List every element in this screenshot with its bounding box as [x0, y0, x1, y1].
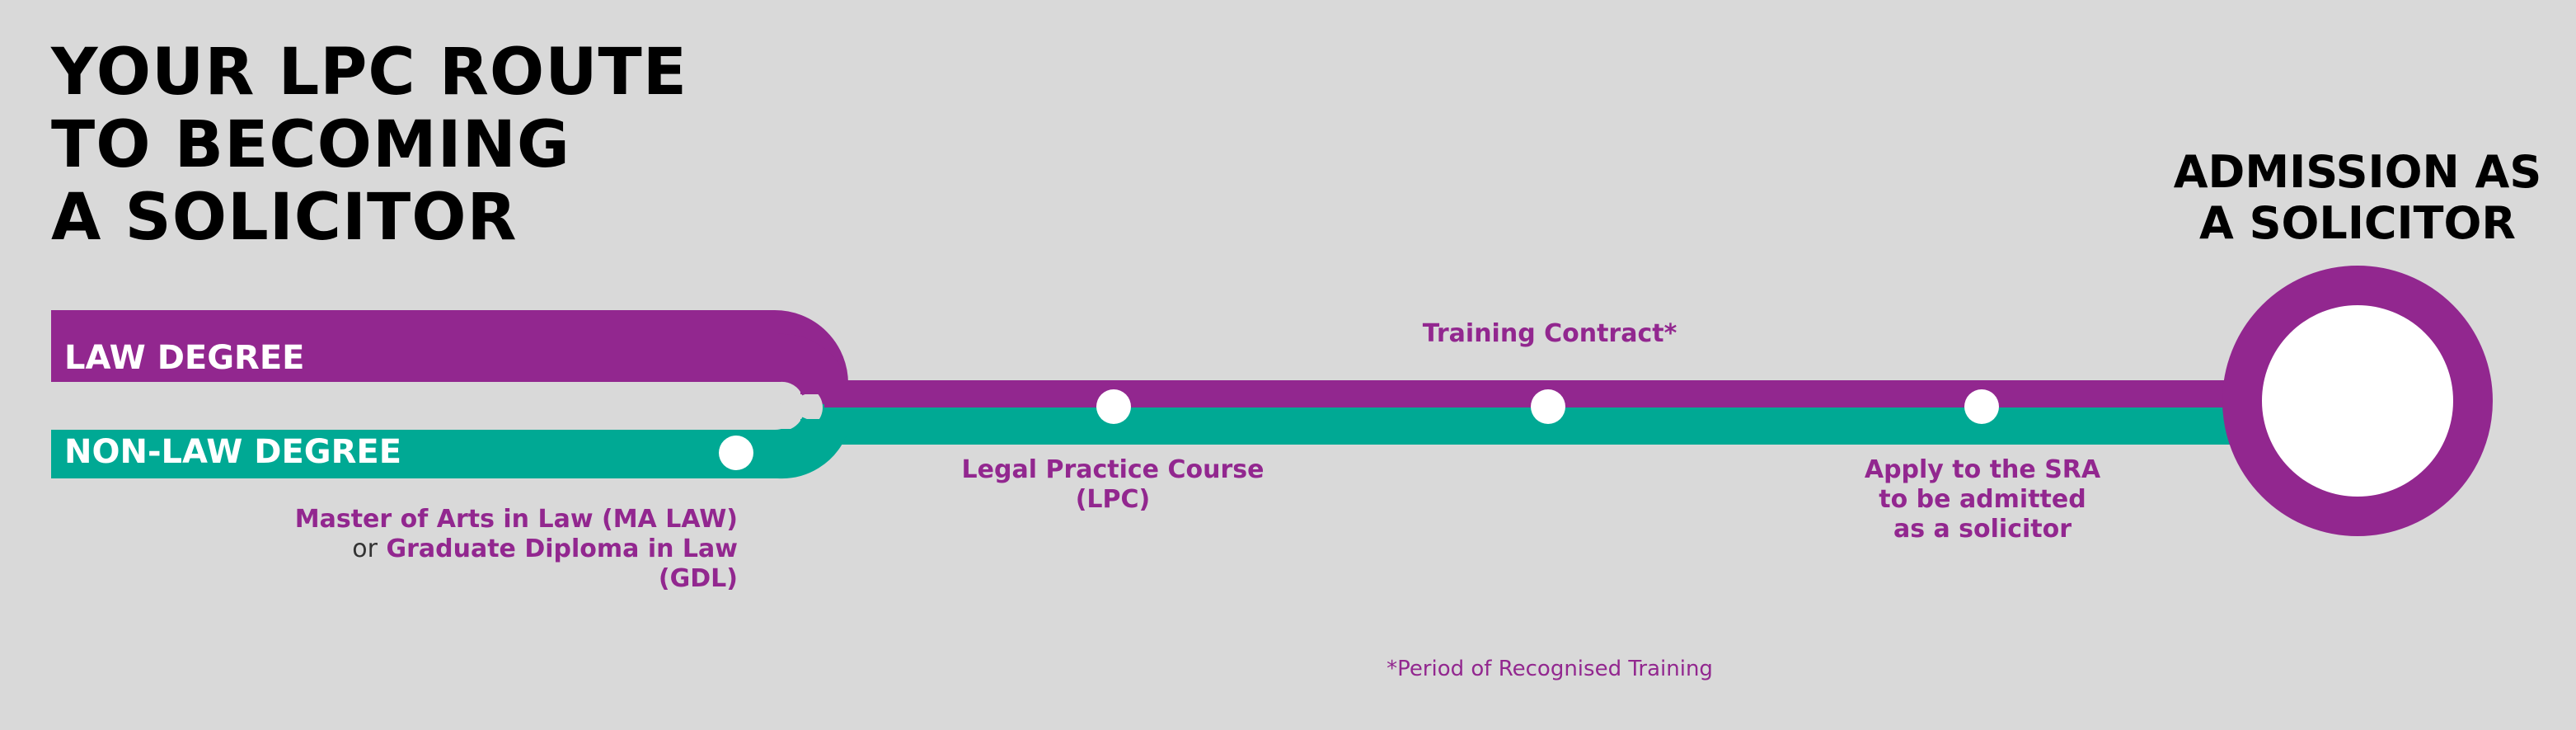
conversion-gdl: Graduate Diploma in Law (GDL)	[386, 535, 738, 593]
page-title: YOUR LPC ROUTE TO BECOMING A SOLICITOR	[51, 36, 687, 254]
title-line-1: YOUR LPC ROUTE	[51, 35, 688, 110]
training-contract-label: Training Contract*	[1422, 319, 1677, 348]
conversion-or: or	[352, 535, 378, 563]
conversion-course-label: Master of Arts in Law (MA LAW) or Gradua…	[272, 505, 738, 594]
admission-title: ADMISSION AS A SOLICITOR	[2160, 147, 2555, 249]
station-lpc	[1096, 389, 1131, 424]
admission-title-line-2: A SOLICITOR	[2199, 197, 2516, 249]
lpc-line-1: Legal Practice Course	[961, 455, 1265, 484]
footnote: *Period of Recognised Training	[1387, 657, 1713, 681]
lpc-label: Legal Practice Course (LPC)	[923, 455, 1302, 515]
station-conversion	[719, 436, 753, 470]
sra-line-3: as a solicitor	[1893, 515, 2072, 544]
law-degree-label: LAW DEGREE	[64, 339, 305, 377]
lpc-line-2: (LPC)	[1075, 485, 1151, 514]
station-sra	[1964, 389, 1999, 424]
title-line-2: TO BECOMING	[51, 108, 570, 182]
admission-title-line-1: ADMISSION AS	[2173, 146, 2542, 198]
station-training	[1531, 389, 1565, 424]
admission-terminus	[2222, 266, 2493, 536]
non-law-degree-bend	[51, 416, 848, 479]
title-line-3: A SOLICITOR	[51, 181, 518, 255]
sra-line-2: to be admitted	[1879, 485, 2086, 514]
non-law-degree-label: NON-LAW DEGREE	[64, 433, 402, 471]
route-gap	[51, 386, 801, 429]
route-gap-end	[780, 386, 823, 429]
law-degree-bend	[51, 333, 848, 397]
conversion-line-1: Master of Arts in Law (MA LAW)	[294, 505, 738, 534]
sra-line-1: Apply to the SRA	[1864, 455, 2101, 484]
sra-label: Apply to the SRA to be admitted as a sol…	[1797, 455, 2168, 544]
conversion-line-2: or Graduate Diploma in Law (GDL)	[272, 535, 738, 594]
